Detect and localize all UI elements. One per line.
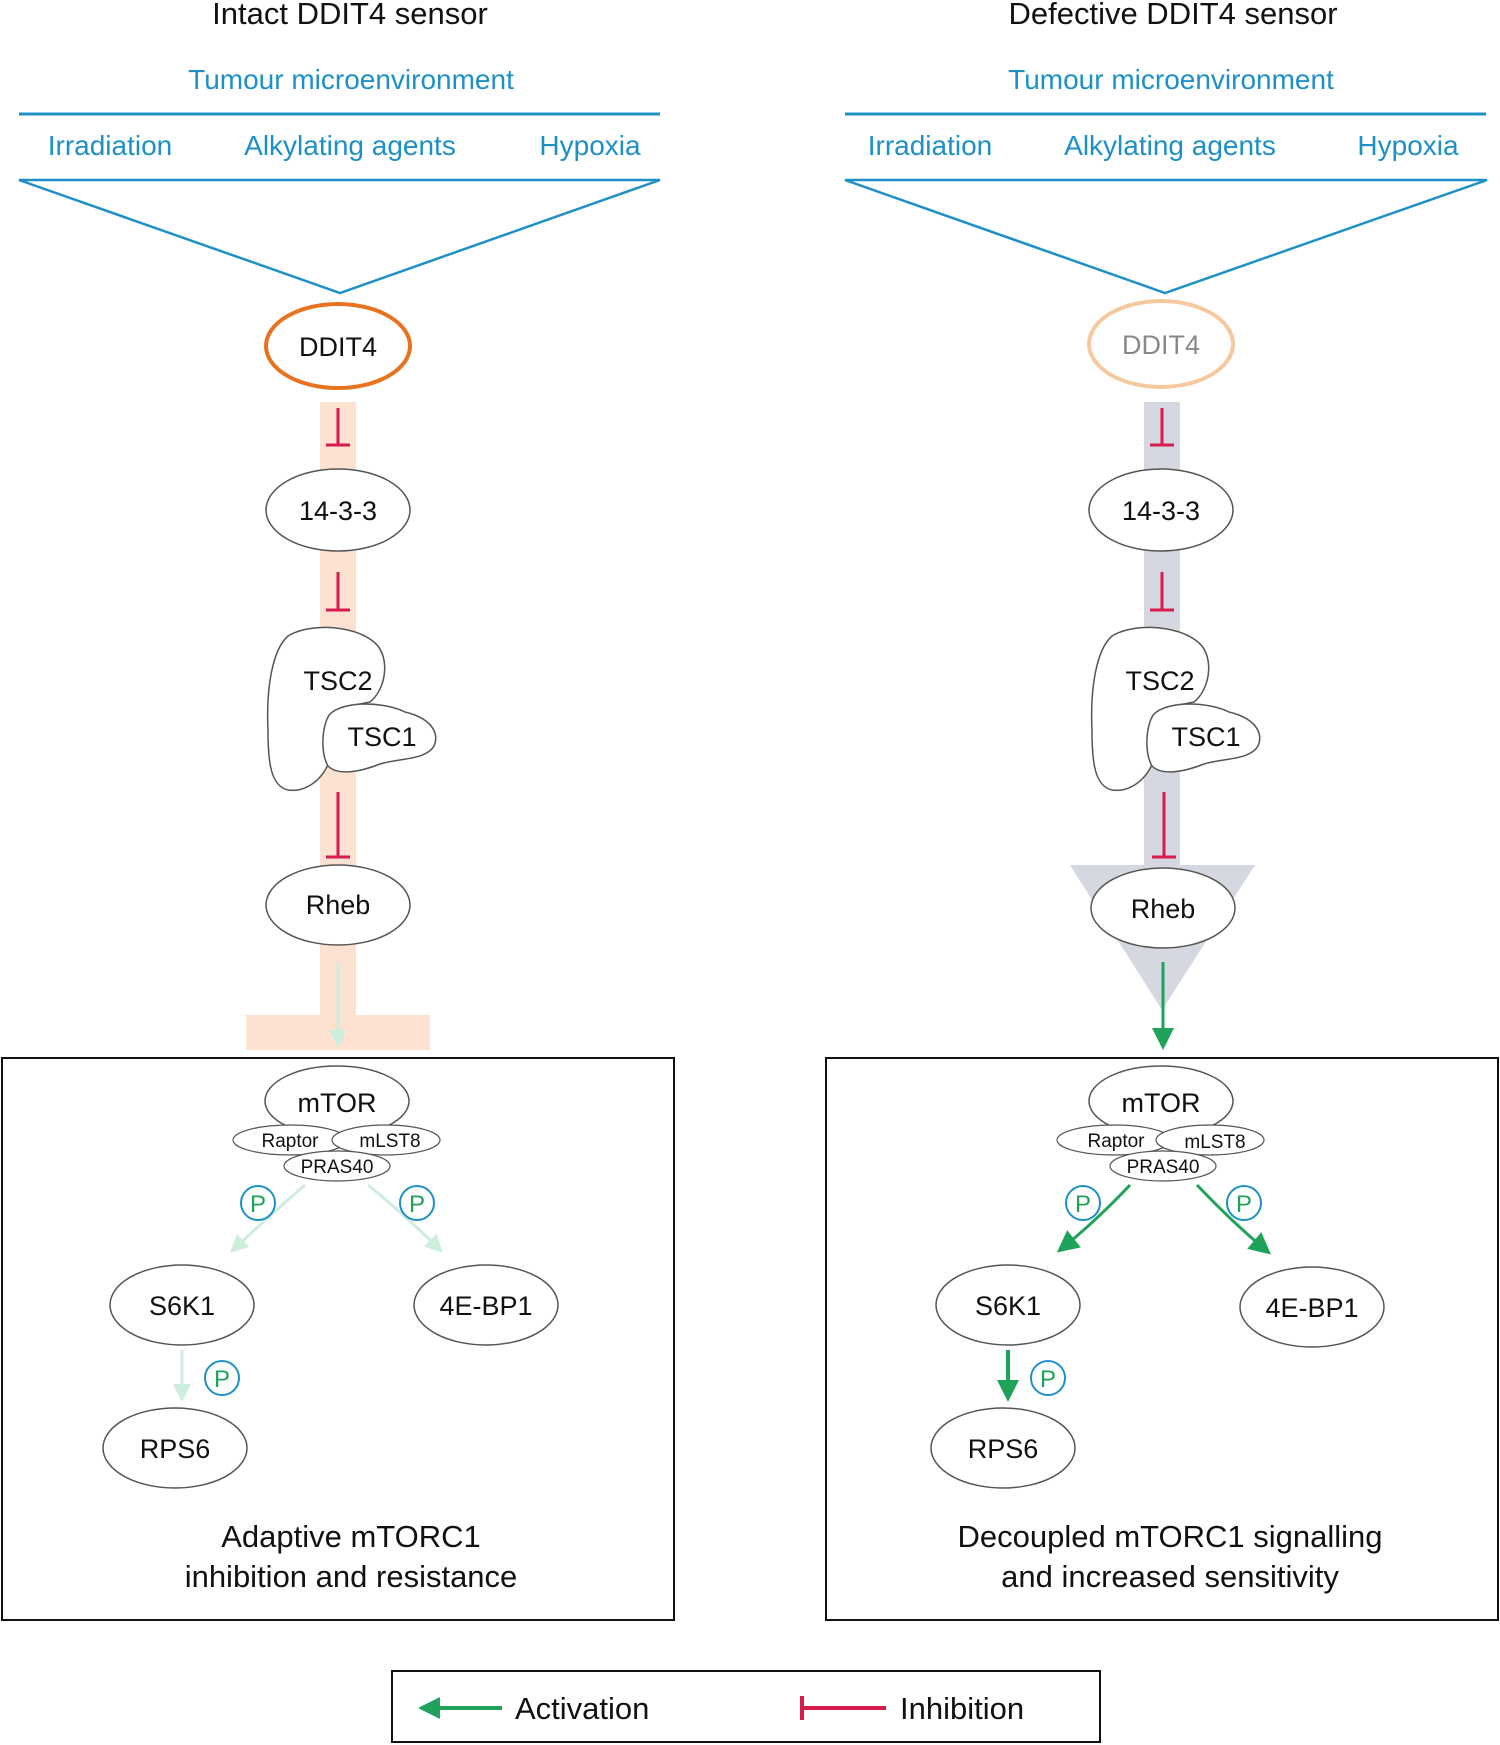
left-tsc2-label: TSC2 (303, 666, 372, 696)
right-inhibit-ddit4-1433 (1150, 408, 1174, 447)
left-inhibit-ddit4-1433 (326, 408, 350, 447)
legend: Activation Inhibition (391, 1670, 1101, 1743)
left-panel: Intact DDIT4 sensor Tumour microenvironm… (1, 0, 675, 1621)
left-rheb-node (265, 864, 411, 946)
left-outcome-line2: inhibition and resistance (185, 1559, 518, 1594)
left-tsc1-node (322, 703, 437, 773)
right-phospho-4ebp1: P (1226, 1185, 1262, 1221)
left-env-header: Tumour microenvironment (188, 64, 514, 95)
left-env-irradiation: Irradiation (48, 130, 173, 161)
left-mlst8-label: mLST8 (359, 1131, 420, 1152)
left-rps6-node (102, 1407, 248, 1489)
right-inhibit-1433-tsc (1150, 572, 1174, 612)
right-env-irradiation: Irradiation (868, 130, 993, 161)
left-activate-mtor-4ebp1 (367, 1183, 443, 1253)
right-env-header: Tumour microenvironment (1008, 64, 1334, 95)
right-activate-mtor-s6k1 (1056, 1183, 1132, 1253)
svg-text:P: P (1236, 1191, 1252, 1218)
left-4ebp1-label: 4E-BP1 (439, 1291, 532, 1321)
right-ddit4-label: DDIT4 (1122, 330, 1200, 360)
left-pras40-label: PRAS40 (301, 1157, 374, 1178)
right-env-alkylating: Alkylating agents (1064, 130, 1276, 161)
right-rps6-label: RPS6 (968, 1434, 1039, 1464)
right-phospho-rps6: P (1030, 1360, 1066, 1396)
right-env-hypoxia: Hypoxia (1357, 130, 1459, 161)
right-tsc2-label: TSC2 (1125, 666, 1194, 696)
right-s6k1-label: S6K1 (975, 1291, 1041, 1321)
right-tsc1-label: TSC1 (1171, 722, 1240, 752)
right-mlst8-label: mLST8 (1184, 1132, 1245, 1153)
right-s6k1-node (935, 1264, 1081, 1346)
left-env-alkylating: Alkylating agents (244, 130, 456, 161)
right-14-3-3-node (1088, 468, 1234, 552)
legend-inhibition-bar-icon (800, 1696, 886, 1720)
left-env-hypoxia: Hypoxia (539, 130, 641, 161)
left-inhibit-tsc-rheb (326, 792, 350, 859)
left-phospho-s6k1: P (240, 1185, 276, 1221)
left-rheb-label: Rheb (306, 890, 371, 920)
left-pras40-node (283, 1150, 391, 1182)
left-ddit4-node (264, 302, 412, 390)
right-mtorc1-box (825, 1057, 1499, 1621)
left-tsc1-label: TSC1 (347, 722, 416, 752)
left-inhibit-1433-tsc (326, 572, 350, 612)
left-phospho-4ebp1: P (399, 1185, 435, 1221)
right-pras40-label: PRAS40 (1127, 1157, 1200, 1178)
right-4ebp1-node (1239, 1266, 1385, 1348)
legend-activation-arrow-icon (418, 1697, 502, 1719)
right-panel: Defective DDIT4 sensor Tumour microenvir… (825, 0, 1499, 1621)
left-14-3-3-label: 14-3-3 (299, 496, 377, 526)
right-inhibit-tsc-rheb (1152, 792, 1176, 859)
right-phospho-s6k1: P (1065, 1185, 1101, 1221)
legend-inhibition-label: Inhibition (900, 1691, 1024, 1726)
left-panel-title: Intact DDIT4 sensor (212, 0, 488, 31)
right-env-funnel (844, 178, 1488, 295)
right-panel-title: Defective DDIT4 sensor (1008, 0, 1337, 31)
right-14-3-3-label: 14-3-3 (1122, 496, 1200, 526)
svg-text:P: P (1075, 1191, 1091, 1218)
right-outcome-line2: and increased sensitivity (1001, 1559, 1339, 1594)
right-ddit4-node (1087, 299, 1235, 389)
left-mtorc1-box (1, 1057, 675, 1621)
svg-text:P: P (250, 1191, 266, 1218)
left-s6k1-node (109, 1264, 255, 1346)
left-rps6-label: RPS6 (140, 1434, 211, 1464)
right-activate-mtor-4ebp1 (1195, 1183, 1272, 1255)
legend-activation-label: Activation (515, 1691, 649, 1726)
left-phospho-rps6: P (204, 1360, 240, 1396)
right-raptor-label: Raptor (1087, 1131, 1145, 1152)
right-pras40-node (1109, 1150, 1217, 1182)
left-env-funnel (18, 178, 661, 295)
right-mtor-label: mTOR (1122, 1088, 1201, 1118)
right-tsc1-node (1146, 703, 1261, 773)
right-rheb-label: Rheb (1131, 894, 1196, 924)
left-mlst8-node (331, 1124, 441, 1156)
left-4ebp1-node (413, 1264, 559, 1346)
left-s6k1-label: S6K1 (149, 1291, 215, 1321)
svg-text:P: P (1040, 1366, 1056, 1393)
left-14-3-3-node (265, 468, 411, 552)
svg-text:P: P (409, 1191, 425, 1218)
svg-text:P: P (214, 1366, 230, 1393)
right-4ebp1-label: 4E-BP1 (1265, 1293, 1358, 1323)
left-ddit4-label: DDIT4 (299, 332, 377, 362)
right-outcome-line1: Decoupled mTORC1 signalling (957, 1519, 1382, 1554)
legend-box (391, 1670, 1101, 1743)
left-mtor-label: mTOR (298, 1088, 377, 1118)
left-outcome-line1: Adaptive mTORC1 (221, 1519, 481, 1554)
right-mlst8-node (1155, 1124, 1265, 1156)
right-rps6-node (930, 1407, 1076, 1489)
right-rheb-node (1090, 867, 1236, 949)
left-raptor-label: Raptor (261, 1131, 319, 1152)
